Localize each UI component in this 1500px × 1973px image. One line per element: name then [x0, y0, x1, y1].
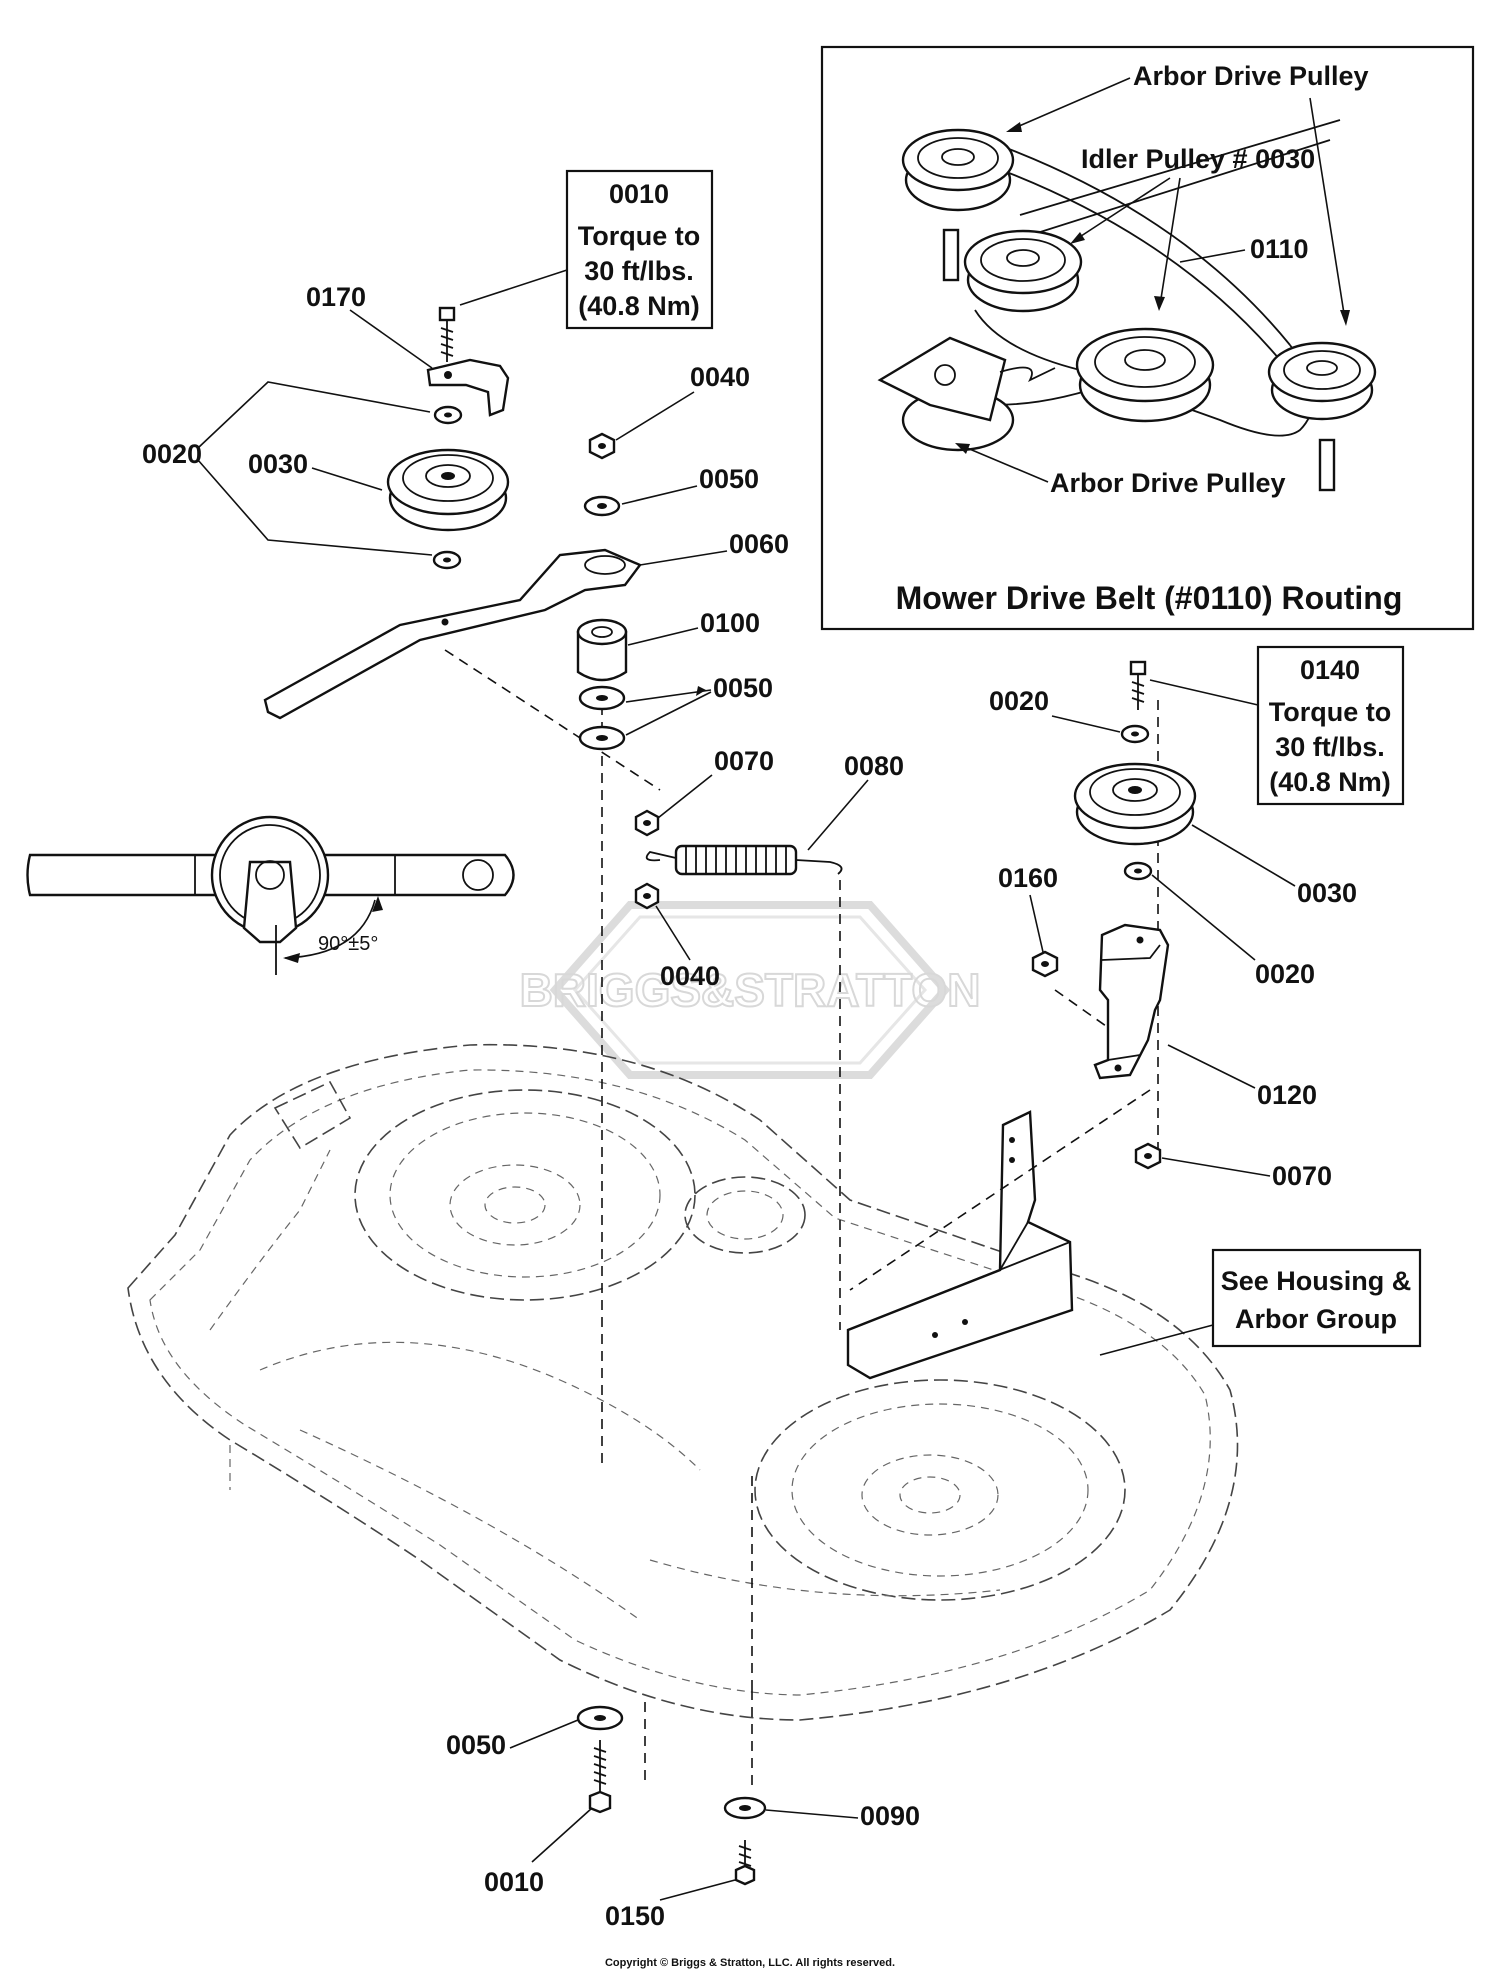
- svg-text:0120: 0120: [1257, 1080, 1317, 1110]
- svg-text:BRIGGS&STRATTON: BRIGGS&STRATTON: [520, 964, 981, 1016]
- svg-text:30 ft/lbs.: 30 ft/lbs.: [584, 256, 694, 286]
- svg-text:30 ft/lbs.: 30 ft/lbs.: [1275, 732, 1385, 762]
- idler-pulley-0030-left: [386, 448, 510, 532]
- svg-text:0080: 0080: [844, 751, 904, 781]
- svg-text:0030: 0030: [248, 449, 308, 479]
- svg-text:Idler Pulley # 0030: Idler Pulley # 0030: [1081, 144, 1315, 174]
- svg-text:0050: 0050: [699, 464, 759, 494]
- alignment-angle-detail: 90°±5°: [26, 815, 515, 975]
- svg-text:0030: 0030: [1297, 878, 1357, 908]
- svg-text:0070: 0070: [1272, 1161, 1332, 1191]
- svg-text:0140: 0140: [1300, 655, 1360, 685]
- svg-text:0010: 0010: [609, 179, 669, 209]
- svg-text:0150: 0150: [605, 1901, 665, 1931]
- bottom-hardware: [576, 1705, 767, 1886]
- torque-box-0140: 0140 Torque to 30 ft/lbs. (40.8 Nm): [1149, 645, 1405, 806]
- svg-text:0050: 0050: [713, 673, 773, 703]
- left-idler-assembly: [263, 306, 642, 720]
- svg-text:90°±5°: 90°±5°: [318, 933, 378, 955]
- nut-0040-top: [588, 432, 616, 460]
- bolt-0150: [734, 1840, 756, 1886]
- svg-text:0040: 0040: [660, 961, 720, 991]
- bolt-0010-bottom: [588, 1740, 612, 1814]
- arbor-pulley-top-left: [901, 128, 1015, 282]
- bolt-0170: [438, 306, 456, 362]
- idler-bracket: [426, 358, 510, 417]
- center-spacer-stack: [576, 432, 628, 751]
- spacer-0100: [576, 618, 628, 682]
- svg-text:Torque to: Torque to: [1269, 697, 1391, 727]
- idler-arm-0060: [263, 548, 642, 720]
- svg-text:0110: 0110: [1250, 234, 1309, 264]
- svg-text:0170: 0170: [306, 282, 366, 312]
- svg-text:0020: 0020: [142, 439, 202, 469]
- torque-box-0010: 0010 Torque to 30 ft/lbs. (40.8 Nm): [459, 169, 714, 330]
- svg-text:See Housing &: See Housing &: [1221, 1266, 1412, 1296]
- deck-mount-bracket: [846, 1110, 1074, 1380]
- svg-text:Torque to: Torque to: [578, 221, 700, 251]
- nut-0160: [1031, 950, 1059, 978]
- svg-text:Arbor Drive Pulley: Arbor Drive Pulley: [1050, 468, 1286, 498]
- svg-text:0020: 0020: [989, 686, 1049, 716]
- nut-0040-mid: [634, 882, 660, 910]
- bracket-0120: [1093, 923, 1170, 1080]
- idler-pulley-inset-a: [963, 229, 1083, 313]
- svg-text:0070: 0070: [714, 746, 774, 776]
- arbor-pulley-right: [1267, 341, 1377, 492]
- svg-text:Arbor Drive Pulley: Arbor Drive Pulley: [1133, 61, 1369, 91]
- briggs-stratton-watermark: BRIGGS&STRATTON: [519, 901, 981, 1079]
- svg-text:Mower Drive Belt (#0110) Routi: Mower Drive Belt (#0110) Routing: [896, 580, 1403, 616]
- mower-deck-housing: [127, 1043, 1239, 1721]
- svg-text:0060: 0060: [729, 529, 789, 559]
- svg-text:0100: 0100: [700, 608, 760, 638]
- belt-routing-inset: Arbor Drive Pulley Idler Pulley # 0030 A…: [820, 45, 1475, 631]
- svg-text:(40.8 Nm): (40.8 Nm): [578, 291, 700, 321]
- callout-labels: 0170 0040 0020 0030 0050 0060 0100 0050 …: [142, 282, 1357, 1931]
- arbor-pulley-bottom-left: [877, 336, 1056, 452]
- spring-0080: [645, 844, 843, 876]
- svg-text:Arbor Group: Arbor Group: [1235, 1304, 1397, 1334]
- svg-text:0050: 0050: [446, 1730, 506, 1760]
- bolt-0140: [1129, 660, 1147, 710]
- svg-text:0010: 0010: [484, 1867, 544, 1897]
- nut-0070-left: [634, 809, 660, 837]
- svg-text:0160: 0160: [998, 863, 1058, 893]
- right-idler-assembly: [1031, 660, 1197, 1170]
- idler-pulley-0030-right: [1073, 762, 1197, 846]
- idler-pulley-inset-b: [1075, 327, 1215, 423]
- nut-0070-right: [1134, 1142, 1162, 1170]
- spring-assembly: [634, 809, 843, 910]
- svg-text:(40.8 Nm): (40.8 Nm): [1269, 767, 1391, 797]
- svg-text:0040: 0040: [690, 362, 750, 392]
- housing-group-note: See Housing & Arbor Group: [1099, 1248, 1422, 1356]
- assembly-center-lines: [444, 620, 1159, 1790]
- copyright-notice: Copyright © Briggs & Stratton, LLC. All …: [605, 1957, 895, 1969]
- svg-text:0020: 0020: [1255, 959, 1315, 989]
- svg-text:0090: 0090: [860, 1801, 920, 1831]
